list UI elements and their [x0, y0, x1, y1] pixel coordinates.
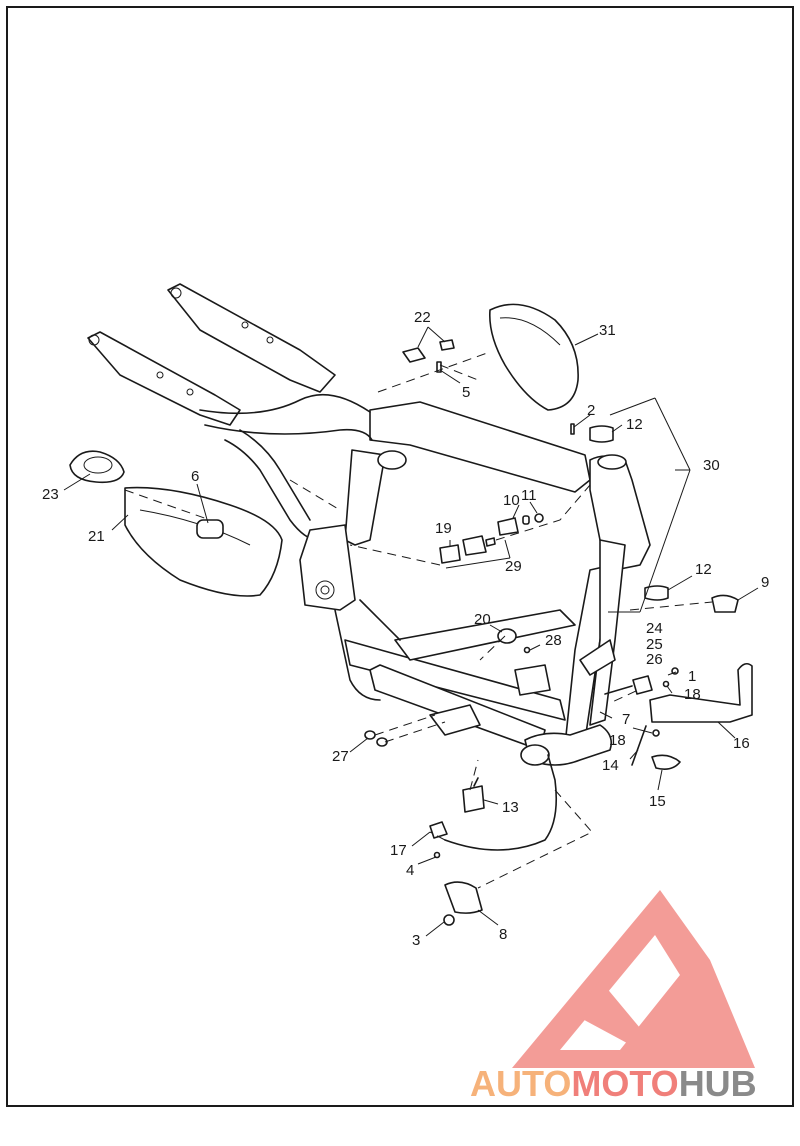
callout-18-lower: 18 — [609, 732, 626, 749]
callout-29: 29 — [505, 558, 522, 575]
part-12-race-lower — [644, 585, 669, 601]
part-23-cap — [69, 450, 125, 484]
callout-4: 4 — [406, 862, 414, 879]
callout-10: 10 — [503, 492, 520, 509]
callout-20: 20 — [474, 611, 491, 628]
callout-17: 17 — [390, 842, 407, 859]
part-26-bolt — [632, 675, 653, 695]
callout-labels: 1 2 3 4 5 6 7 8 9 10 11 12 12 13 14 15 1… — [42, 309, 769, 949]
callout-11: 11 — [521, 487, 537, 504]
leader-lines — [63, 326, 759, 937]
callout-7: 7 — [622, 711, 630, 728]
callout-24: 24 — [646, 620, 663, 637]
callout-9: 9 — [761, 574, 769, 591]
watermark-triangle-icon — [512, 890, 755, 1068]
part-16-kickstand — [649, 662, 753, 723]
callout-30: 30 — [703, 457, 720, 474]
part-15-pad — [651, 754, 681, 770]
callout-28: 28 — [545, 632, 562, 649]
callout-2: 2 — [587, 402, 595, 419]
watermark-m-icon — [575, 980, 650, 1050]
callout-8: 8 — [499, 926, 507, 943]
part-13-sensor — [462, 785, 485, 813]
callout-6: 6 — [191, 468, 199, 485]
part-31-cover — [488, 303, 579, 411]
callout-12-upper: 12 — [626, 416, 643, 433]
part-28-nut — [523, 646, 531, 654]
part-21-tank-panel — [124, 486, 283, 597]
callout-19: 19 — [435, 520, 452, 537]
part-11-ring — [534, 513, 544, 523]
callout-5: 5 — [462, 384, 470, 401]
motorcycle-frame — [87, 283, 651, 766]
callout-1: 1 — [688, 668, 696, 685]
watermark-text: AUTOMOTOHUB — [470, 1063, 757, 1104]
callout-18-upper: 18 — [684, 686, 701, 703]
callout-31: 31 — [599, 322, 616, 339]
part-19-knob — [439, 544, 461, 564]
part-6-fuel-door — [196, 519, 224, 539]
part-14-pin — [631, 725, 647, 766]
part-12-race-upper — [589, 425, 614, 443]
callout-14: 14 — [602, 757, 619, 774]
part-20-grommet — [497, 628, 517, 644]
callout-22: 22 — [414, 309, 431, 326]
part-18-washer-upper — [662, 680, 670, 688]
part-4-screw — [433, 851, 441, 859]
part-10-switch — [497, 517, 519, 536]
callout-15: 15 — [649, 793, 666, 810]
callout-21: 21 — [88, 528, 105, 545]
dash-lines — [124, 351, 713, 889]
callout-23: 23 — [42, 486, 59, 503]
callout-26: 26 — [646, 651, 663, 668]
callout-27: 27 — [332, 748, 349, 765]
callout-12-lower: 12 — [695, 561, 712, 578]
part-3-screw — [443, 914, 455, 926]
diagram-border — [6, 6, 794, 1107]
watermark-logo — [512, 890, 755, 1068]
part-18-washer-lower — [652, 729, 660, 737]
callout-13: 13 — [502, 799, 519, 816]
part-8-cover — [444, 881, 483, 914]
part-9-clip — [711, 594, 739, 613]
part-22-clip — [402, 347, 426, 363]
part-27-plug — [364, 730, 376, 740]
callout-3: 3 — [412, 932, 420, 949]
part-17-clamp — [429, 821, 448, 839]
part-2-pin — [570, 423, 575, 435]
callout-16: 16 — [733, 735, 750, 752]
callout-25: 25 — [646, 636, 663, 653]
